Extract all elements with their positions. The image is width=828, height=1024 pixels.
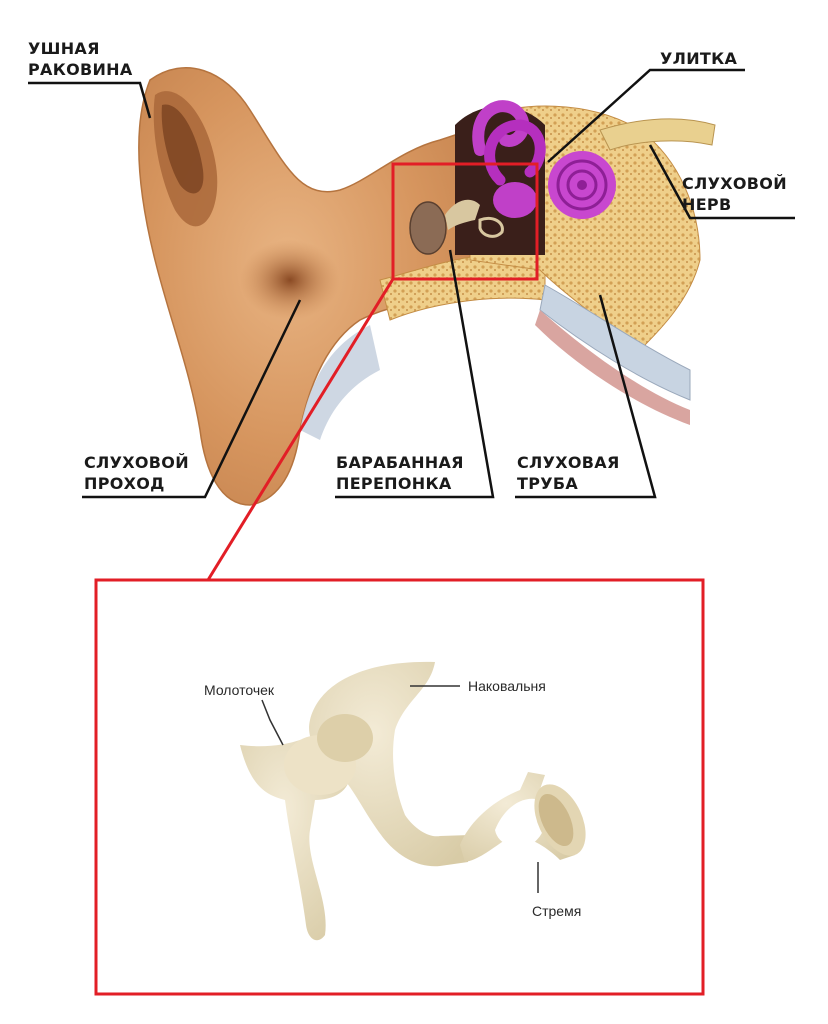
leader-lines — [28, 68, 795, 499]
zoom-highlight-box — [391, 162, 539, 281]
auricle — [138, 67, 471, 506]
ossicles-illustration — [240, 661, 586, 941]
label-malleus: Молоточек — [204, 682, 275, 698]
label-cochlea: УЛИТКА — [660, 49, 738, 68]
label-stapes: Стремя — [532, 903, 582, 919]
label-incus: Наковальня — [468, 678, 546, 694]
cochlea — [472, 100, 616, 219]
label-ear-canal: СЛУХОВОЙ ПРОХОД — [84, 453, 189, 493]
label-auricle: УШНАЯ РАКОВИНА — [28, 39, 133, 79]
label-eustachian-tube: СЛУХОВАЯ ТРУБА — [517, 453, 620, 493]
inset-leader-lines — [261, 685, 539, 893]
label-eardrum: БАРАБАННАЯ ПЕРЕПОНКА — [336, 453, 464, 493]
inset-frame — [94, 578, 705, 996]
zoom-connector-line — [206, 278, 395, 581]
label-auditory-nerve: СЛУХОВОЙ НЕРВ — [682, 174, 787, 214]
